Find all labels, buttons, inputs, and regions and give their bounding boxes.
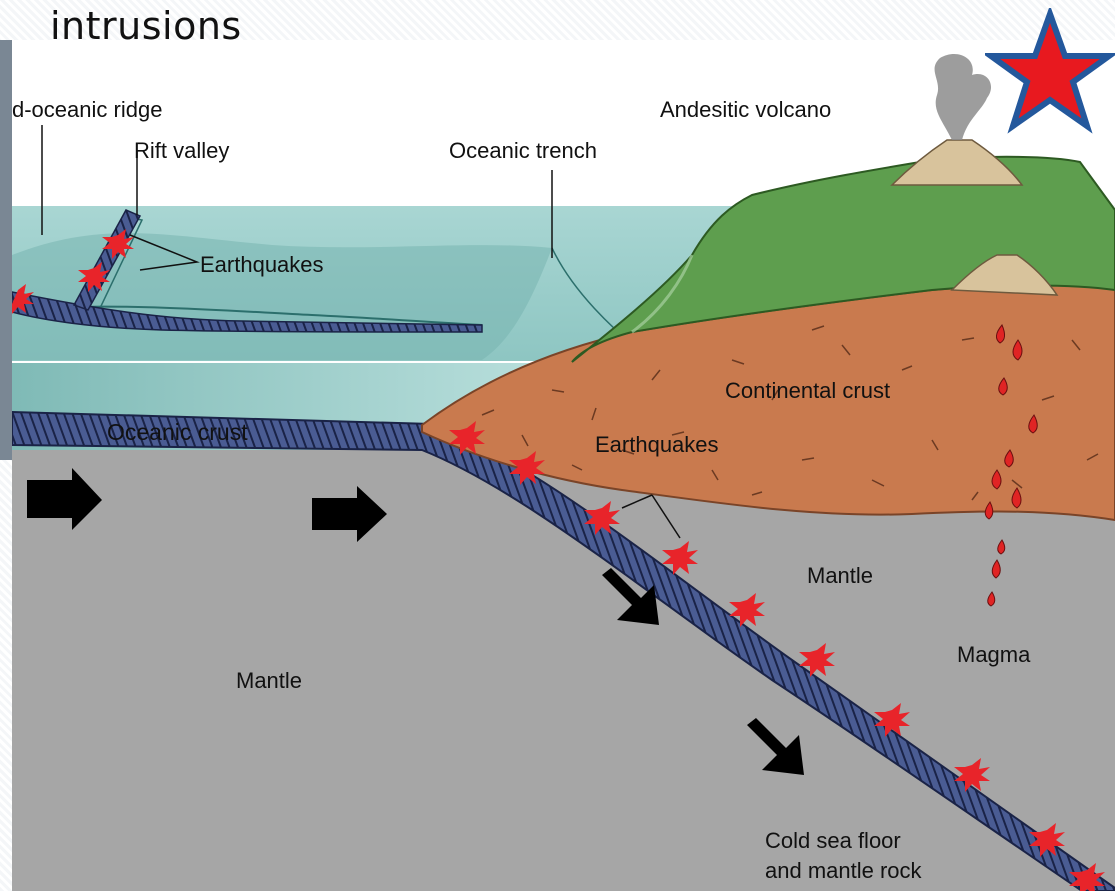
- star-icon: [985, 8, 1115, 138]
- label-continental-crust: Continental crust: [725, 378, 890, 403]
- label-oceanic-crust: Oceanic crust: [107, 419, 248, 445]
- label-earthquakes-upper: Earthquakes: [200, 252, 324, 277]
- left-edge-strip: [0, 40, 12, 460]
- label-mantle-right: Mantle: [807, 563, 873, 588]
- label-rift-valley: Rift valley: [134, 138, 229, 163]
- label-mid-oceanic-ridge: d-oceanic ridge: [12, 97, 162, 122]
- label-cold-sea-floor-line2: and mantle rock: [765, 858, 923, 883]
- label-cold-sea-floor-line1: Cold sea floor: [765, 828, 901, 853]
- label-andesitic-volcano: Andesitic volcano: [660, 97, 831, 122]
- label-mantle-left: Mantle: [236, 668, 302, 693]
- subduction-diagram: d-oceanic ridge Rift valley Oceanic tren…: [12, 40, 1115, 891]
- label-earthquakes-lower: Earthquakes: [595, 432, 719, 457]
- label-oceanic-trench: Oceanic trench: [449, 138, 597, 163]
- label-magma: Magma: [957, 642, 1031, 667]
